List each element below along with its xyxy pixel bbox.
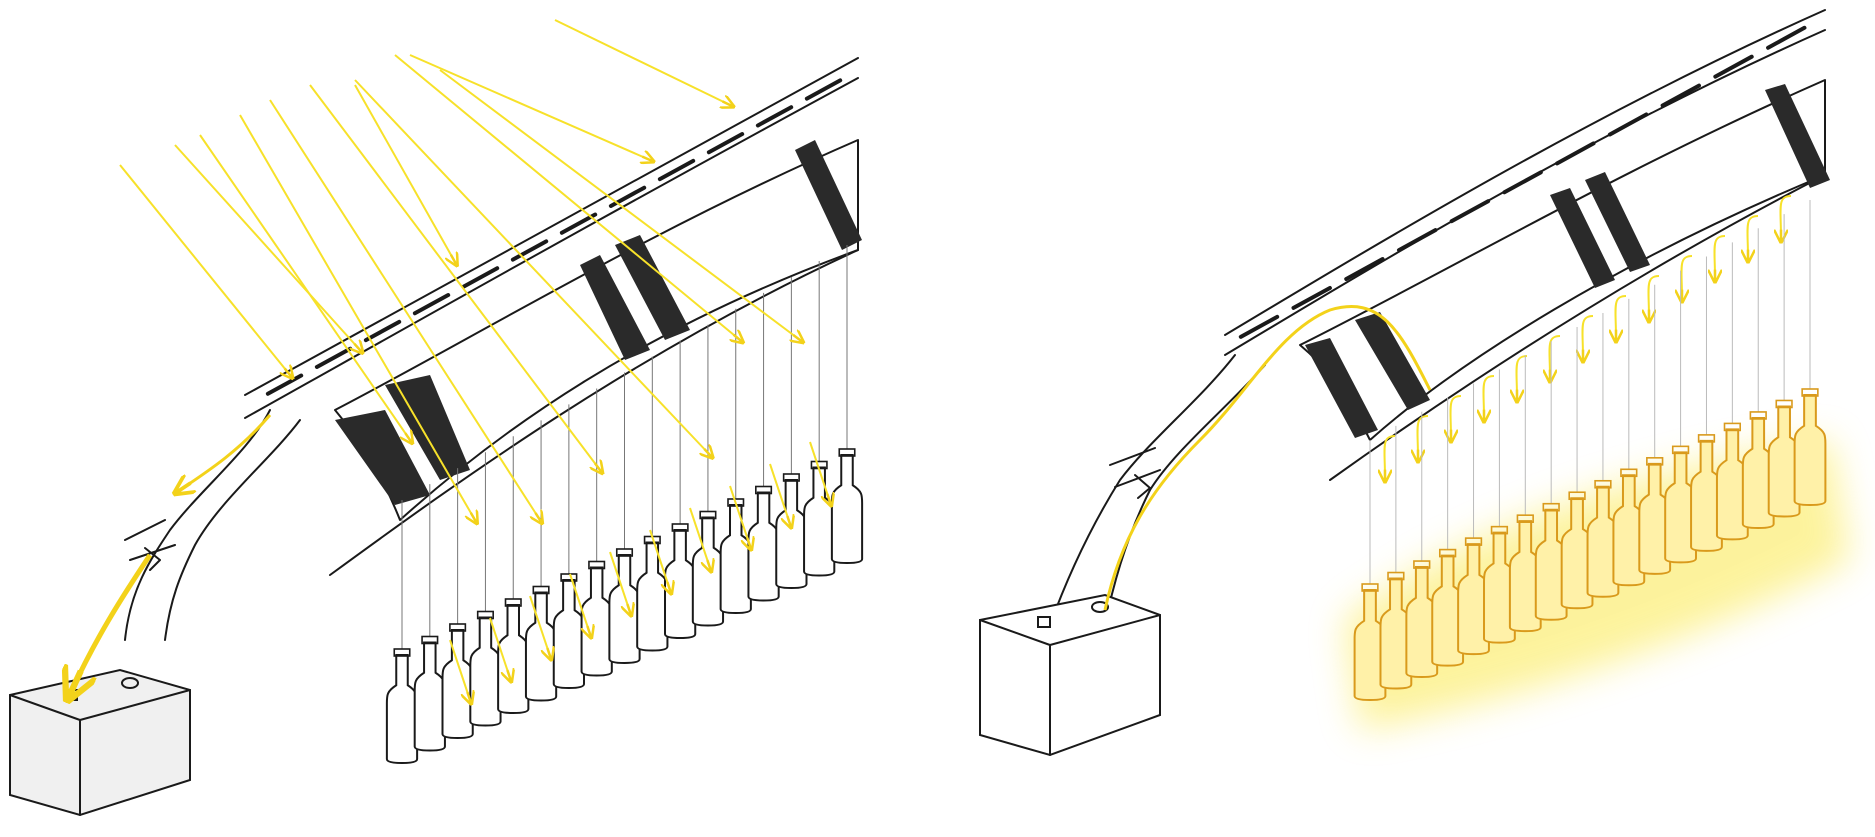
bottle-lamp-icon [693, 518, 723, 626]
solar-cell [1452, 201, 1488, 221]
solar-panel-icon [268, 80, 840, 393]
bottle-lamp-icon [637, 543, 667, 651]
solar-cell [1768, 28, 1804, 48]
bottle-lamp-icon [721, 505, 751, 613]
solar-cell [1663, 86, 1699, 106]
cable-left [125, 410, 270, 640]
bottle-lamp-icon [832, 455, 862, 563]
power-drop-arrow-icon [1582, 316, 1593, 358]
power-drop-arrow-icon [1450, 396, 1461, 438]
canopy-top-left [245, 58, 858, 395]
power-drop-arrow-icon [1384, 436, 1395, 478]
solar-cell [268, 376, 301, 394]
bottle-lamp-icon [387, 655, 417, 763]
canopy-top-right [1225, 10, 1825, 335]
power-drop-arrow-icon [1681, 256, 1692, 298]
sun-ray-arrow-icon [120, 165, 290, 375]
sun-ray-arrow-icon [200, 135, 410, 440]
power-drop-arrow-icon [1615, 296, 1626, 338]
solar-cell [1610, 115, 1646, 135]
bottle-lamp-icon [748, 493, 778, 601]
bottle-lamp-icon [415, 643, 445, 751]
sun-ray-arrow-icon [310, 85, 600, 470]
battery-icon [10, 670, 190, 815]
bottle-lamp-icon [609, 555, 639, 663]
sun-ray-arrow-icon [555, 20, 730, 105]
power-drop-arrow-icon [1648, 276, 1659, 318]
night-panel [980, 10, 1850, 755]
solar-cell [1557, 143, 1593, 163]
sun-ray-arrow-icon [240, 115, 475, 520]
solar-panel-icon [1241, 28, 1805, 337]
sun-ray-arrow-icon [410, 55, 650, 160]
bottle-lamp-icon [804, 468, 834, 576]
day-panel [10, 20, 862, 815]
solar-cell [366, 322, 399, 340]
solar-cell [1504, 172, 1540, 192]
battery-icon [980, 595, 1160, 755]
canopy-band-right [1225, 30, 1825, 355]
power-drop-arrow-icon [1747, 216, 1758, 258]
bottle-lamp-icon [1795, 395, 1826, 505]
power-drop-arrow-icon [1417, 416, 1428, 458]
solar-cell [317, 349, 350, 367]
power-drop-arrow-icon [1780, 196, 1791, 238]
canopy-band-left [245, 78, 858, 418]
solar-cell [1346, 259, 1382, 279]
bottle-lamp-icon [554, 580, 584, 688]
bottle-lamp-icon [665, 530, 695, 638]
charge-arrow [72, 555, 150, 690]
bottle-lamp-icon [443, 630, 473, 738]
bottle-lamp-icon [526, 593, 556, 701]
solar-cell [1399, 230, 1435, 250]
power-drop-arrow-icon [1714, 236, 1725, 278]
cable-right [1050, 355, 1235, 625]
sun-ray-arrow-icon [175, 145, 360, 350]
cable-break-icon [1110, 448, 1160, 498]
sun-ray-arrow-icon [355, 85, 455, 262]
power-drop-arrow-icon [1483, 376, 1494, 418]
